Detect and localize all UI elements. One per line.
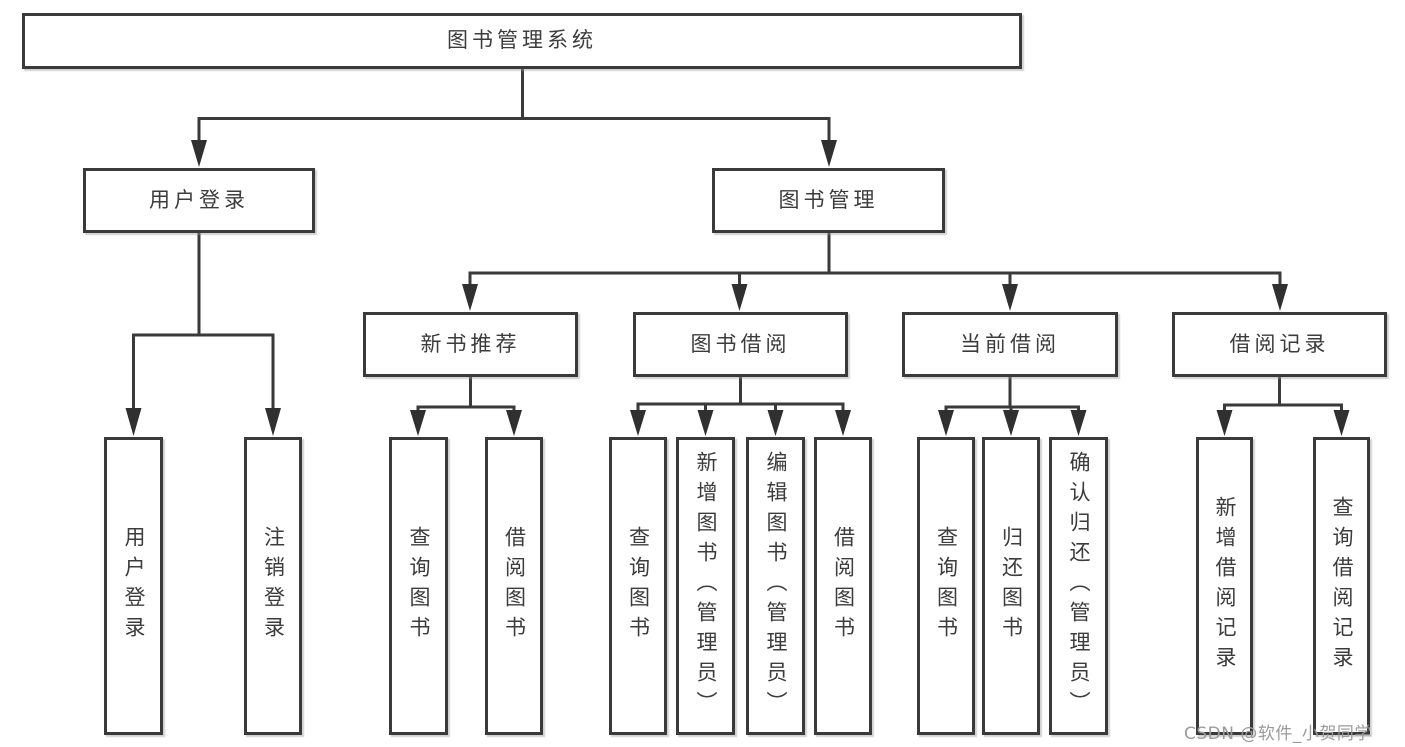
node-label: 查询图书 — [934, 526, 959, 646]
leaf-return-book: 归还图书 — [982, 437, 1040, 735]
node-label: 注销登录 — [261, 526, 286, 646]
connector-new-book-recommend-to-leaves — [410, 376, 522, 436]
node-current-borrow: 当前借阅 — [902, 312, 1118, 377]
connector-borrow-records-to-leaves — [1216, 376, 1350, 436]
leaf-add-book-admin: 新增图书（管理员） — [676, 437, 735, 735]
connector-root-to-level2 — [191, 68, 837, 167]
node-label: 借阅图书 — [502, 526, 527, 646]
node-label: 新增借阅记录 — [1213, 496, 1237, 676]
node-label: 编辑图书（管理员） — [764, 451, 788, 721]
node-label: 图书管理系统 — [447, 28, 597, 53]
leaf-edit-book-admin: 编辑图书（管理员） — [746, 437, 805, 735]
leaf-query-books-current: 查询图书 — [917, 437, 975, 735]
node-label: 借阅记录 — [1229, 331, 1330, 356]
node-label: 用户登录 — [149, 187, 249, 212]
node-new-book-recommend: 新书推荐 — [363, 312, 578, 377]
leaf-logout: 注销登录 — [244, 437, 302, 735]
node-label: 归还图书 — [999, 526, 1024, 646]
leaf-user-login: 用户登录 — [104, 437, 163, 735]
leaf-confirm-return-admin: 确认归还（管理员） — [1049, 437, 1108, 735]
node-label: 用户登录 — [122, 526, 146, 646]
leaf-query-books-recommend: 查询图书 — [389, 437, 448, 735]
leaf-add-borrow-record: 新增借阅记录 — [1196, 437, 1253, 735]
node-label: 借阅图书 — [831, 526, 856, 646]
leaf-query-books-borrow: 查询图书 — [609, 437, 667, 735]
csdn-watermark: CSDN @软件_小贺同学 — [1184, 724, 1372, 744]
connector-user-login-to-leaves — [125, 231, 281, 436]
leaf-borrow-books: 借阅图书 — [814, 437, 872, 735]
node-label: 图书管理 — [778, 187, 879, 212]
node-book-management: 图书管理 — [712, 168, 945, 233]
node-label: 新增图书（管理员） — [694, 451, 718, 721]
node-label: 确认归还（管理员） — [1067, 451, 1091, 721]
node-label: 查询图书 — [407, 526, 431, 646]
node-user-login: 用户登录 — [83, 168, 315, 233]
connector-book-management-to-level3 — [462, 231, 1288, 311]
leaf-borrow-books-recommend: 借阅图书 — [485, 437, 543, 735]
node-label: 当前借阅 — [960, 331, 1060, 356]
node-label: 图书借阅 — [690, 331, 791, 356]
leaf-query-borrow-record: 查询借阅记录 — [1313, 437, 1370, 735]
node-borrow-records: 借阅记录 — [1172, 312, 1387, 377]
node-label: 查询借阅记录 — [1330, 496, 1354, 676]
connector-book-borrow-to-leaves — [630, 376, 851, 436]
node-book-borrow: 图书借阅 — [633, 312, 848, 377]
node-library-management-system: 图书管理系统 — [22, 13, 1022, 69]
connector-current-borrow-to-leaves — [938, 376, 1087, 436]
node-label: 查询图书 — [626, 526, 651, 646]
node-label: 新书推荐 — [420, 331, 521, 356]
